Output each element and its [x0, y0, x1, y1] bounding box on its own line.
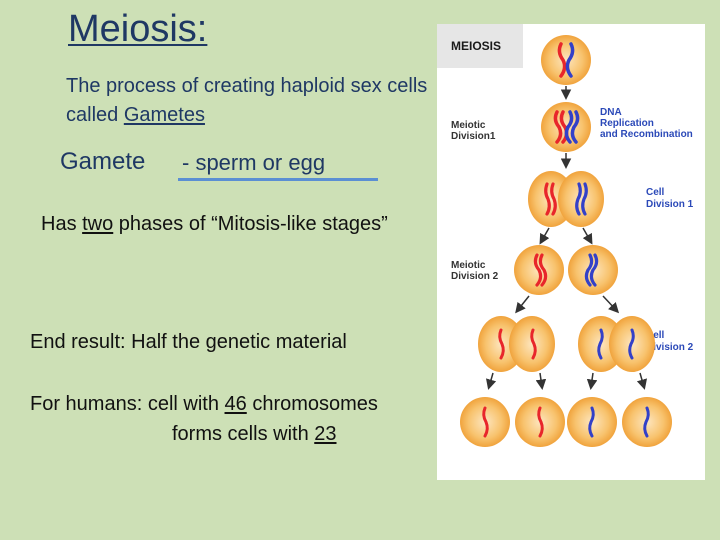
humans-line1-post: chromosomes: [246, 393, 378, 415]
cell-stage-6: [460, 397, 672, 447]
definition-prefix: The process of creating haploid sex cell…: [66, 75, 428, 126]
humans-text: For humans: cell with 46 chromosomes for…: [30, 389, 378, 449]
humans-line-2: forms cells with 23: [30, 419, 378, 449]
phases-pre: Has: [41, 213, 83, 235]
cell-stage-2: [541, 102, 591, 152]
gamete-label: Gamete: [60, 148, 146, 175]
humans-line2-pre: forms cells with: [172, 423, 315, 445]
cell-stage-3: [528, 171, 604, 227]
humans-line-1: For humans: cell with 46 chromosomes: [30, 389, 378, 419]
label-meiotic-div1-line2: Division1: [451, 131, 496, 142]
label-dna-line1: DNA: [600, 107, 622, 118]
gamete-row: Gamete - sperm or egg: [60, 148, 325, 176]
arrow-5b: [535, 372, 547, 390]
meiosis-figure: MEIOSIS Meiotic Division1 DNA Replicatio…: [437, 24, 705, 480]
label-dna-line2: Replication: [600, 118, 654, 129]
label-cell-div1-line2: Division 1: [646, 199, 694, 210]
figure-title-box: [437, 24, 523, 68]
cell-stage-1: [541, 35, 591, 85]
humans-line1-pre: For humans: cell with: [30, 393, 225, 415]
label-cell-div1-line1: Cell: [646, 187, 665, 198]
cell-stage-5: [478, 316, 655, 372]
label-meiotic-div1-line1: Meiotic: [451, 120, 486, 131]
arrow-3a: [539, 227, 550, 245]
meiosis-diagram: MEIOSIS Meiotic Division1 DNA Replicatio…: [451, 35, 694, 447]
label-cell-div2-line2: Division 2: [646, 342, 694, 353]
label-meiotic-div2-line2: Division 2: [451, 271, 499, 282]
arrow-5a: [486, 372, 497, 390]
gamete-answer: - sperm or egg: [182, 150, 326, 175]
cell-stage-4: [514, 245, 618, 295]
label-meiotic-div2-line1: Meiotic: [451, 260, 486, 271]
figure-title: MEIOSIS: [451, 39, 501, 53]
definition-term: Gametes: [123, 104, 205, 126]
label-dna-line3: and Recombination: [600, 129, 693, 140]
gamete-answer-line: [178, 178, 378, 181]
phases-emphasis: two: [82, 213, 114, 235]
end-result-text: End result: Half the genetic material: [30, 331, 347, 353]
definition-text: The process of creating haploid sex cell…: [66, 72, 436, 130]
phases-text: Has two phases of “Mitosis-like stages”: [41, 210, 421, 239]
humans-number: 46: [224, 393, 247, 415]
phases-post: phases of “Mitosis-like stages”: [113, 213, 388, 235]
arrow-5d: [636, 372, 647, 390]
arrow-3b: [582, 227, 593, 245]
arrow-5c: [586, 372, 598, 390]
arrow-4a: [515, 295, 530, 314]
humans-answer: 23: [314, 423, 337, 445]
arrow-4b: [602, 295, 620, 314]
slide-title: Meiosis:: [68, 8, 208, 50]
label-cell-div2-line1: Cell: [646, 330, 665, 341]
